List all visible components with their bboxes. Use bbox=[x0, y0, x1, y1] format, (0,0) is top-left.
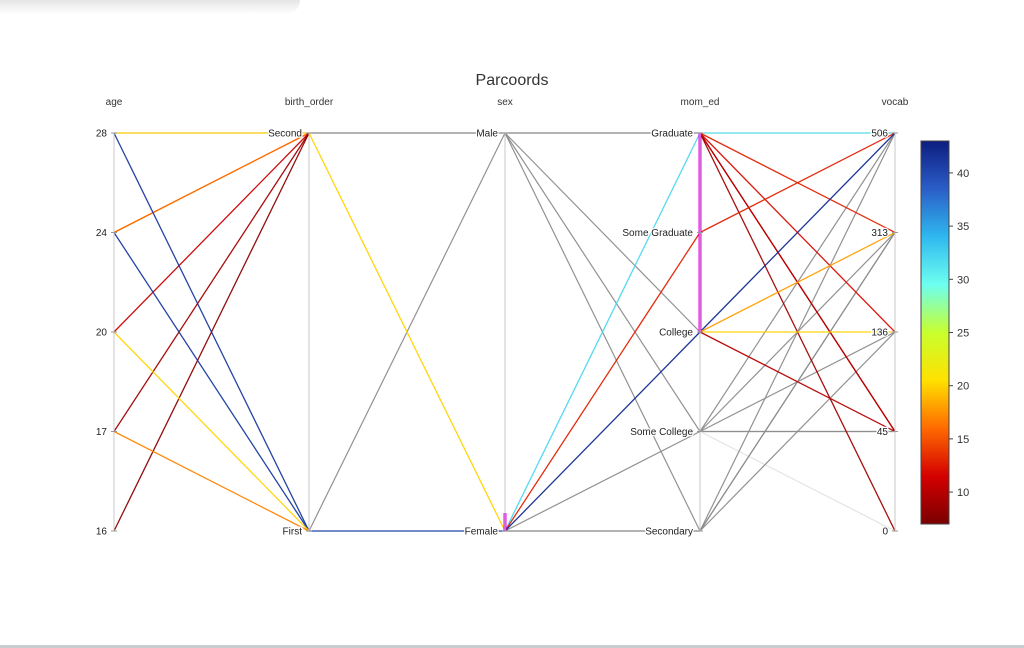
tick-label: 24 bbox=[96, 228, 108, 239]
polyline-segment bbox=[113, 132, 310, 532]
polyline-segment bbox=[504, 331, 701, 532]
polyline-segment bbox=[699, 132, 896, 234]
bottom-divider bbox=[0, 645, 1024, 648]
polyline-segment bbox=[308, 132, 506, 532]
tick-label: 45 bbox=[877, 427, 889, 438]
polyline-segment bbox=[504, 430, 701, 532]
tick-label: Some College bbox=[630, 427, 693, 438]
axis-label-sex[interactable]: sex bbox=[497, 97, 513, 108]
axis-label-birth_order[interactable]: birth_order bbox=[285, 97, 334, 108]
colorbar-gradient bbox=[920, 140, 950, 525]
polyline-segment bbox=[504, 132, 701, 432]
axis-label-age[interactable]: age bbox=[106, 97, 123, 108]
polyline-segment bbox=[504, 132, 701, 532]
tick-label: Graduate bbox=[651, 129, 693, 140]
tick-label: Secondary bbox=[645, 527, 693, 538]
tick-label: 0 bbox=[882, 527, 888, 538]
colorbar-tick-label: 20 bbox=[957, 381, 969, 393]
polyline-segment bbox=[699, 231, 896, 333]
polyline-segment bbox=[699, 132, 896, 333]
tick-label: College bbox=[659, 328, 693, 339]
polyline-segment bbox=[699, 331, 896, 433]
axis-label-mom_ed[interactable]: mom_ed bbox=[681, 97, 720, 108]
colorbar-tick-label: 30 bbox=[957, 274, 969, 286]
colorbar-tick-label: 35 bbox=[957, 221, 969, 233]
axis-age: age 28 24 20 17 16 bbox=[95, 97, 123, 539]
tick-label: 16 bbox=[96, 527, 108, 538]
polyline-segment bbox=[113, 132, 310, 234]
tick-label: 506 bbox=[871, 129, 888, 140]
tick-label: Female bbox=[465, 527, 499, 538]
top-shadow bbox=[0, 0, 300, 14]
polyline-segment bbox=[113, 132, 310, 432]
polyline-segment bbox=[113, 331, 310, 532]
polyline-segment bbox=[113, 132, 310, 333]
colorbar: 10 15 20 25 30 35 40 bbox=[920, 140, 969, 525]
polyline-segment bbox=[113, 430, 310, 532]
axis-vocab: vocab 506 313 136 45 0 bbox=[870, 97, 909, 539]
tick-label: Some Graduate bbox=[622, 228, 693, 239]
polyline-segment bbox=[699, 331, 896, 532]
tick-label: 28 bbox=[96, 129, 108, 140]
polyline-segment bbox=[504, 132, 701, 333]
tick-label: Male bbox=[476, 129, 498, 140]
polyline-segment bbox=[113, 232, 310, 532]
colorbar-tick-label: 10 bbox=[957, 487, 969, 499]
tick-label: 17 bbox=[96, 427, 108, 438]
tick-label: 136 bbox=[871, 328, 888, 339]
tick-label: First bbox=[283, 527, 303, 538]
colorbar-tick-label: 25 bbox=[957, 328, 969, 340]
polyline-segment bbox=[504, 232, 701, 532]
colorbar-tick-label: 15 bbox=[957, 434, 969, 446]
chart-title: Parcoords bbox=[476, 72, 549, 89]
tick-label: Second bbox=[268, 129, 302, 140]
tick-label: 20 bbox=[96, 328, 108, 339]
polyline-segment bbox=[699, 430, 896, 532]
axis-label-vocab[interactable]: vocab bbox=[882, 97, 909, 108]
colorbar-tick-label: 40 bbox=[957, 168, 969, 180]
tick-label: 313 bbox=[871, 228, 888, 239]
